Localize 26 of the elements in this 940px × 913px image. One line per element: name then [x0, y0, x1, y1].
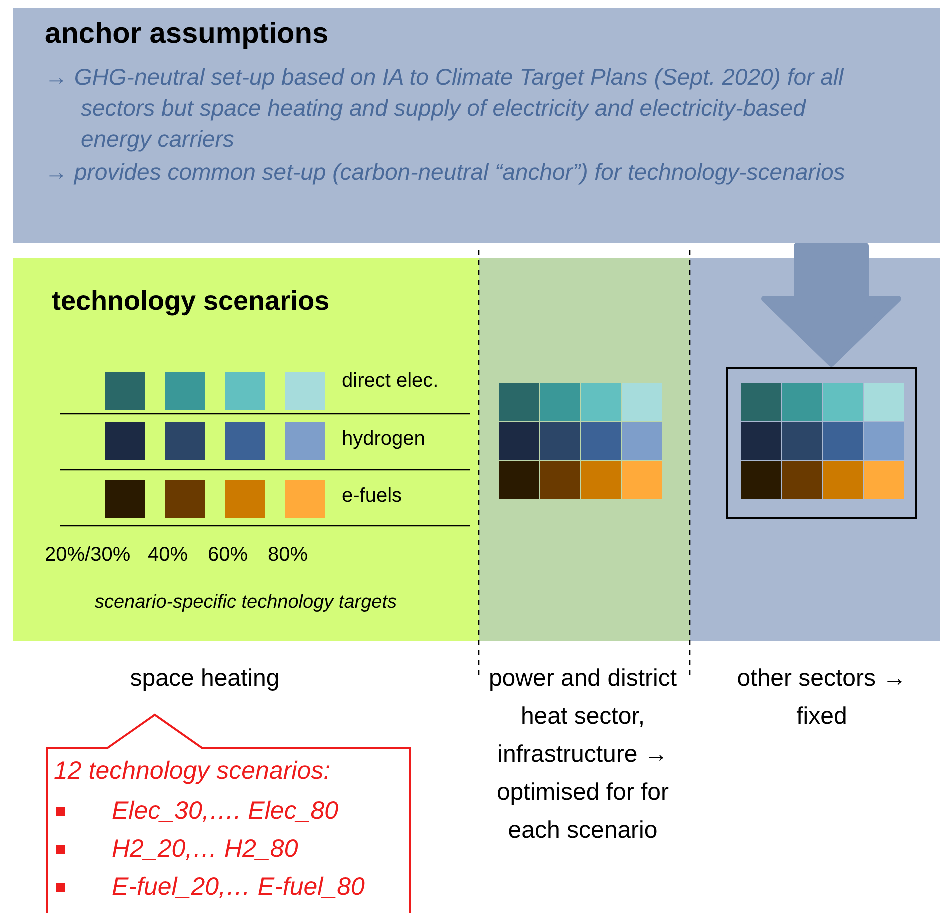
callout-box	[46, 713, 412, 913]
row-label: e-fuels	[342, 485, 402, 508]
sector-panel	[479, 258, 690, 641]
sector-label: power and district heat sector, infrastructure → optimised for for each scenario	[488, 664, 678, 846]
framed-grid	[726, 367, 917, 519]
column-label: 60%	[208, 544, 248, 567]
column-label: 80%	[268, 544, 308, 567]
sector-label: other sectors → fixed	[737, 664, 907, 732]
sector-label: space heating	[129, 664, 281, 694]
caption-text: scenario-specific technology targets	[94, 592, 398, 614]
assumption-text: → GHG-neutral set-up based on IA to Climate Target Plans (Sept. 2020) for all sectors but space heating and supply of electricity and electricity-based energy carriers	[45, 63, 845, 154]
callout-heading: 12 technology scenarios:	[54, 757, 331, 786]
assumptions-panel	[13, 8, 940, 243]
column-label: 40%	[148, 544, 188, 567]
sector-panel	[13, 258, 479, 641]
panel-title: anchor assumptions	[45, 18, 329, 51]
scenario-item: E-fuel_20,… E-fuel_80	[112, 873, 365, 902]
column-label: 20%/30%	[45, 544, 131, 567]
assumption-text: → provides common set-up (carbon-neutral “anchor”) for technology-scenarios	[45, 158, 846, 187]
scenario-item: Elec_30,…. Elec_80	[112, 797, 339, 826]
scenario-item: H2_20,… H2_80	[112, 835, 298, 864]
panel-title: technology scenarios	[52, 286, 330, 317]
row-label: direct elec.	[342, 370, 439, 393]
row-label: hydrogen	[342, 428, 426, 451]
sector-panel	[690, 258, 940, 641]
block-arrow	[762, 243, 902, 367]
